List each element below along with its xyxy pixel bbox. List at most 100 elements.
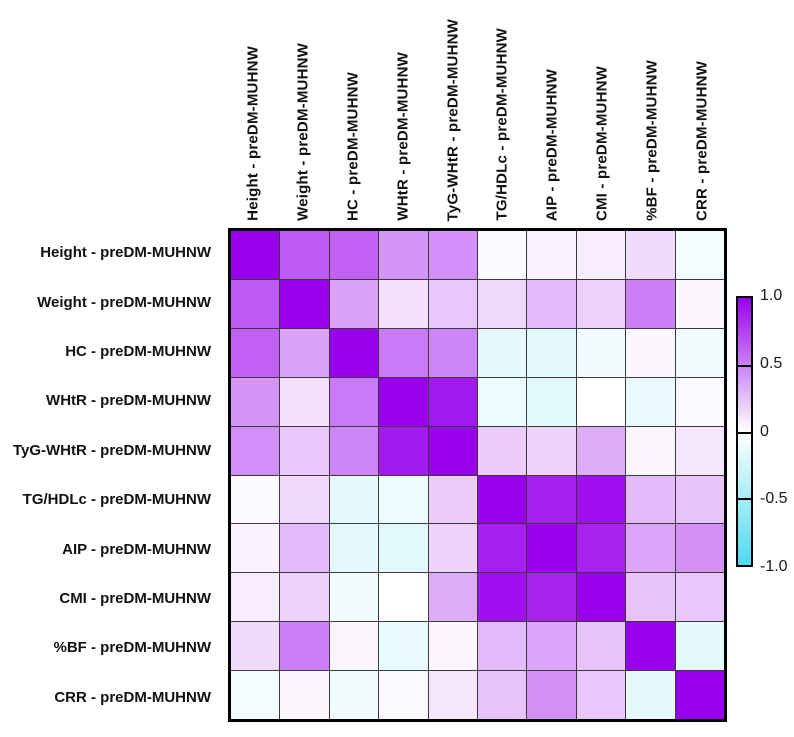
- heatmap-cell-r3-c1: [280, 377, 329, 426]
- column-label-text: TG/HDLc - preDM-MUHNW: [493, 28, 511, 221]
- column-label-1: Weight - preDM-MUHNW: [278, 0, 328, 226]
- heatmap-cell-r8-c2: [329, 622, 379, 671]
- colorbar: [736, 296, 753, 567]
- heatmap-cell-r4-c4: [428, 426, 477, 475]
- column-label-text: CRR - preDM-MUHNW: [693, 60, 711, 221]
- colorbar-tick-label-0.5: 0.5: [760, 354, 783, 372]
- heatmap-cell-r1-c9: [675, 279, 724, 328]
- column-label-text: HC - preDM-MUHNW: [344, 71, 362, 221]
- column-label-8: %BF - preDM-MUHNW: [627, 0, 677, 226]
- column-label-text: Weight - preDM-MUHNW: [294, 43, 312, 221]
- heatmap-cell-r7-c7: [576, 573, 626, 622]
- column-label-6: AIP - preDM-MUHNW: [527, 0, 577, 226]
- heatmap-cell-r5-c9: [675, 475, 724, 524]
- heatmap-cell-r5-c3: [379, 475, 428, 524]
- heatmap-cell-r8-c6: [527, 622, 576, 671]
- heatmap-cell-r6-c7: [576, 524, 626, 573]
- heatmap-cell-r8-c8: [626, 622, 675, 671]
- heatmap-cell-r2-c3: [379, 328, 428, 377]
- row-label-2: HC - preDM-MUHNW: [65, 343, 211, 361]
- heatmap-cell-r6-c5: [478, 524, 527, 573]
- heatmap-cell-r7-c5: [478, 573, 527, 622]
- heatmap-cell-r3-c7: [576, 377, 626, 426]
- heatmap-cell-r4-c0: [231, 426, 280, 475]
- heatmap-cell-r5-c1: [280, 475, 329, 524]
- heatmap-cell-r0-c1: [280, 231, 329, 279]
- heatmap-cell-r8-c3: [379, 622, 428, 671]
- row-label-7: CMI - preDM-MUHNW: [59, 590, 211, 608]
- heatmap-cell-r1-c3: [379, 279, 428, 328]
- column-label-7: CMI - preDM-MUHNW: [577, 0, 627, 226]
- heatmap-cell-r7-c2: [329, 573, 379, 622]
- heatmap-cell-r7-c4: [428, 573, 477, 622]
- column-label-0: Height - preDM-MUHNW: [228, 0, 278, 226]
- column-label-text: CMI - preDM-MUHNW: [593, 65, 611, 221]
- heatmap-cell-r5-c4: [428, 475, 477, 524]
- heatmap-cell-r2-c9: [675, 328, 724, 377]
- heatmap-cell-r4-c3: [379, 426, 428, 475]
- heatmap-cell-r5-c0: [231, 475, 280, 524]
- heatmap-cell-r8-c0: [231, 622, 280, 671]
- heatmap-cell-r9-c1: [280, 671, 329, 719]
- heatmap-cell-r2-c7: [576, 328, 626, 377]
- heatmap-cell-r8-c5: [478, 622, 527, 671]
- heatmap-cell-r3-c5: [478, 377, 527, 426]
- heatmap-cell-r7-c6: [527, 573, 576, 622]
- row-label-5: TG/HDLc - preDM-MUHNW: [22, 491, 211, 509]
- heatmap-cell-r9-c5: [478, 671, 527, 719]
- heatmap-cell-r4-c8: [626, 426, 675, 475]
- heatmap-cell-r4-c1: [280, 426, 329, 475]
- heatmap-cell-r0-c6: [527, 231, 576, 279]
- heatmap-cell-r2-c6: [527, 328, 576, 377]
- heatmap-cell-r6-c4: [428, 524, 477, 573]
- heatmap-cell-r1-c1: [280, 279, 329, 328]
- heatmap-cell-r1-c2: [329, 279, 379, 328]
- column-label-3: WHtR - preDM-MUHNW: [378, 0, 428, 226]
- column-label-9: CRR - preDM-MUHNW: [677, 0, 727, 226]
- heatmap-cell-r2-c4: [428, 328, 477, 377]
- heatmap-cell-r3-c4: [428, 377, 477, 426]
- column-label-text: WHtR - preDM-MUHNW: [394, 52, 412, 221]
- heatmap-cell-r5-c6: [527, 475, 576, 524]
- heatmap-cell-r2-c5: [478, 328, 527, 377]
- row-label-4: TyG-WHtR - preDM-MUHNW: [12, 441, 211, 459]
- heatmap-cell-r6-c0: [231, 524, 280, 573]
- heatmap-cell-r3-c6: [527, 377, 576, 426]
- column-label-text: %BF - preDM-MUHNW: [643, 60, 661, 221]
- heatmap-cell-r9-c6: [527, 671, 576, 719]
- column-label-2: HC - preDM-MUHNW: [328, 0, 378, 226]
- heatmap-cell-r2-c2: [329, 328, 379, 377]
- heatmap-cell-r3-c3: [379, 377, 428, 426]
- colorbar-tick-0: [736, 431, 753, 434]
- row-label-0: Height - preDM-MUHNW: [40, 244, 211, 262]
- colorbar-tick-label--0.5: -0.5: [760, 490, 788, 508]
- heatmap-cell-r1-c5: [478, 279, 527, 328]
- heatmap-cell-r6-c1: [280, 524, 329, 573]
- heatmap-cell-r0-c2: [329, 231, 379, 279]
- heatmap-cell-r9-c2: [329, 671, 379, 719]
- column-label-text: TyG-WHtR - preDM-MUHNW: [444, 18, 461, 221]
- heatmap-cell-r5-c7: [576, 475, 626, 524]
- heatmap-cell-r9-c8: [626, 671, 675, 719]
- heatmap-cell-r6-c8: [626, 524, 675, 573]
- heatmap-cell-r5-c5: [478, 475, 527, 524]
- heatmap-cell-r7-c8: [626, 573, 675, 622]
- heatmap-cell-r2-c1: [280, 328, 329, 377]
- heatmap-cell-r0-c3: [379, 231, 428, 279]
- heatmap-cell-r0-c0: [231, 231, 280, 279]
- colorbar-tick-neg0.5: [736, 498, 753, 501]
- heatmap-cell-r0-c4: [428, 231, 477, 279]
- heatmap-cell-r1-c8: [626, 279, 675, 328]
- heatmap-cell-r0-c9: [675, 231, 724, 279]
- heatmap-cell-r5-c2: [329, 475, 379, 524]
- heatmap-cell-r9-c3: [379, 671, 428, 719]
- colorbar-tick-label-0: 0: [760, 422, 769, 440]
- heatmap-cell-r4-c9: [675, 426, 724, 475]
- column-label-text: AIP - preDM-MUHNW: [543, 68, 561, 221]
- heatmap-cell-r6-c3: [379, 524, 428, 573]
- heatmap-cell-r8-c7: [576, 622, 626, 671]
- row-label-9: CRR - preDM-MUHNW: [54, 688, 211, 706]
- heatmap-cell-r0-c5: [478, 231, 527, 279]
- heatmap-cell-r6-c6: [527, 524, 576, 573]
